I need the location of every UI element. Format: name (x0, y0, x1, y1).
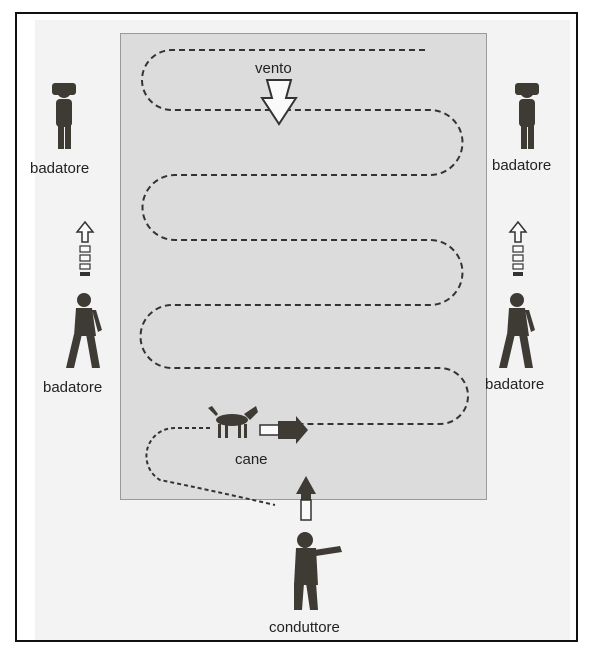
person-walking-icon (66, 293, 102, 368)
arrow-up-icon (510, 222, 526, 276)
dog-icon (208, 406, 258, 438)
beater-mid-left-label: badatore (43, 379, 102, 396)
person-binoculars-icon (515, 83, 539, 149)
arrow-right-icon (260, 416, 308, 444)
person-pointing-icon (294, 532, 342, 610)
beater-mid-right-label: badatore (485, 376, 544, 393)
arrow-up-icon (77, 222, 93, 276)
beater-top-right-label: badatore (492, 157, 551, 174)
search-path (141, 50, 469, 424)
person-walking-icon (499, 293, 535, 368)
person-binoculars-icon (52, 83, 76, 149)
arrow-up-icon (296, 476, 316, 520)
arrow-down-icon (262, 80, 296, 124)
dog-label: cane (235, 451, 268, 468)
beater-top-left-label: badatore (30, 160, 89, 177)
handler-label: conduttore (269, 619, 340, 636)
wind-label: vento (255, 60, 292, 77)
